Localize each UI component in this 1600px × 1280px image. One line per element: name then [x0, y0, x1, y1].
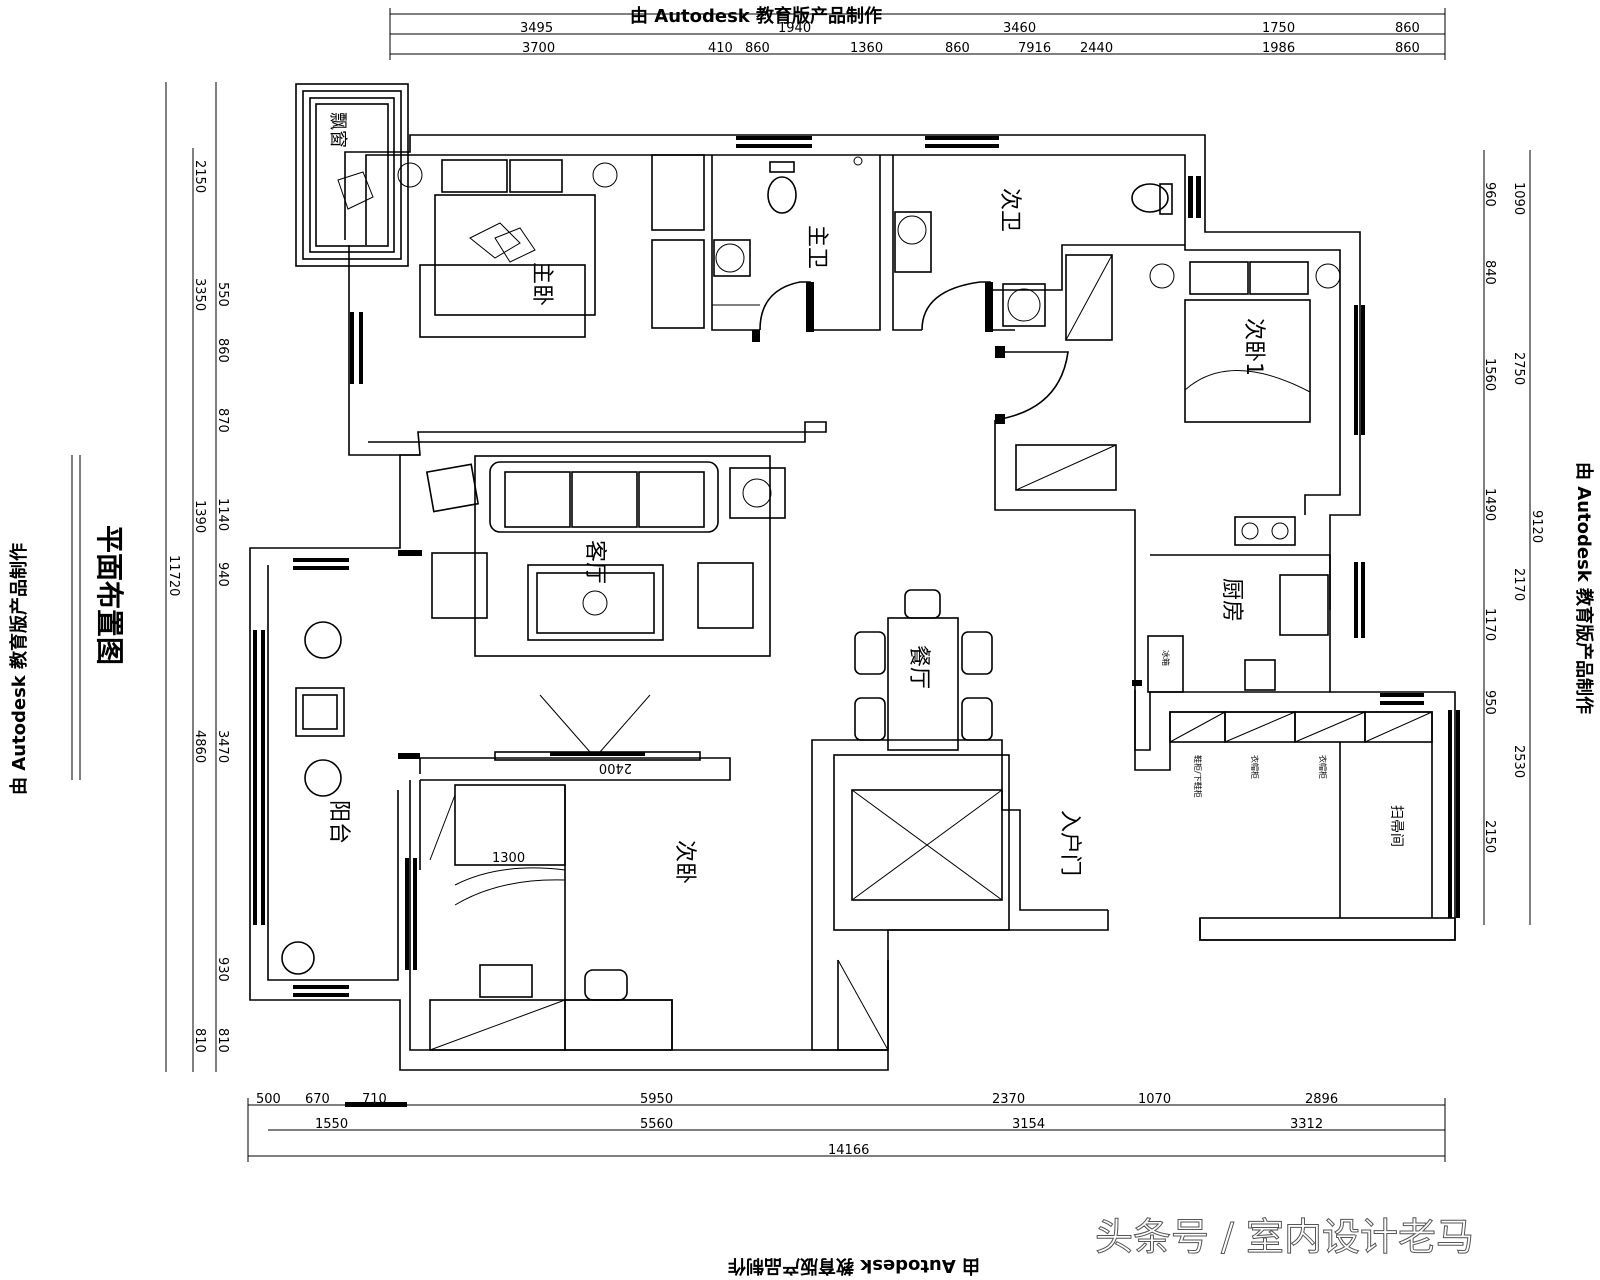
dim-left-i8: 810 — [215, 1028, 230, 1053]
dim-right-4: 2530 — [1511, 745, 1526, 778]
watermark-bottom: 由 Autodesk 教育版产品制作 — [728, 1255, 980, 1277]
bay-window-cushion — [337, 171, 374, 210]
dim-right-1: 1090 — [1511, 182, 1526, 215]
dim-top-4: 1750 — [1262, 21, 1295, 36]
dim-left-1: 2150 — [192, 160, 207, 193]
dim-top2-1: 3700 — [522, 41, 555, 56]
dim-top-2: 1940 — [778, 21, 811, 36]
dim-right-2: 2750 — [1511, 352, 1526, 385]
storage-labels: 鞋柜/下鞋柜 衣帽柜 衣帽柜 扫帚间 — [1193, 755, 1404, 847]
dim-bot-3: 710 — [362, 1092, 387, 1107]
bottom-dimensions: 500 670 710 5950 2370 1070 2896 1550 556… — [247, 1092, 1446, 1162]
lower-bedroom-furniture: 1300 — [429, 794, 628, 1001]
dim-top2-4: 1360 — [850, 41, 883, 56]
dim-bot2-1: 1550 — [315, 1117, 348, 1132]
balcony-furniture — [281, 621, 345, 975]
watermark-top: 由 Autodesk 教育版产品制作 — [630, 5, 882, 27]
room-bay-window: 飘窗 — [327, 112, 348, 148]
dim-right-i4: 1490 — [1482, 488, 1497, 521]
page-title: 平面布置图 — [93, 525, 126, 665]
dim-bot-6: 1070 — [1138, 1092, 1171, 1107]
fridge-label: 冰箱 — [1161, 650, 1171, 666]
tv-cabinet-dim: 2400 — [599, 760, 632, 775]
walls — [249, 83, 1456, 1071]
wardrobe-b-label: 衣帽柜 — [1318, 755, 1328, 779]
bed-width-dim: 1300 — [492, 851, 525, 866]
dim-top-1: 3495 — [520, 21, 553, 36]
dim-right-i7: 950 — [1482, 690, 1497, 715]
dim-right-i6: 1170 — [1482, 608, 1497, 641]
room-second-bedroom-1: 次卧1 — [1241, 318, 1266, 376]
watermark-right: 由 Autodesk 教育版产品制作 — [1573, 462, 1595, 714]
room-master-bath: 主卫 — [804, 225, 829, 269]
right-dimensions: 1090 2750 9120 2530 960 840 1560 1490 21… — [1482, 150, 1544, 925]
room-second-bedroom: 次卧 — [672, 840, 697, 884]
dining-furniture — [854, 589, 993, 751]
dim-left-4: 11720 — [166, 555, 181, 596]
dim-bot-5: 2370 — [992, 1092, 1025, 1107]
dim-bot-total: 14166 — [828, 1143, 869, 1158]
dim-top2-8: 1986 — [1262, 41, 1295, 56]
windows — [253, 136, 1460, 997]
dim-top2-7: 2440 — [1080, 41, 1113, 56]
dim-bot2-3: 3154 — [1012, 1117, 1045, 1132]
wardrobe-a-label: 衣帽柜 — [1250, 755, 1260, 779]
dim-left-6: 810 — [192, 1028, 207, 1053]
room-master-bedroom: 主卧 — [529, 262, 554, 306]
top-dimensions: 3495 1940 3460 1750 860 3700 410 860 136… — [389, 8, 1446, 60]
dim-top2-2: 410 — [708, 41, 733, 56]
left-dimensions: 2150 3350 1390 11720 4860 810 550 860 87… — [165, 82, 230, 1072]
dim-top2-6: 7916 — [1018, 41, 1051, 56]
dim-top2-9: 860 — [1395, 41, 1420, 56]
dim-right-3: 9120 — [1529, 510, 1544, 543]
dim-left-i1: 550 — [215, 282, 230, 307]
shoe-cabinet-label: 鞋柜/下鞋柜 — [1193, 755, 1203, 798]
watermark-left: 由 Autodesk 教育版产品制作 — [8, 543, 30, 795]
room-kitchen: 厨房 — [1219, 578, 1244, 622]
doors — [398, 281, 1142, 759]
living-furniture: 2400 — [425, 461, 786, 775]
dim-top-5: 860 — [1395, 21, 1420, 36]
kitchen-fixtures: 冰箱 — [1161, 516, 1329, 691]
credit-watermark: 头条号 / 室内设计老马 — [1095, 1215, 1474, 1259]
dim-left-i6: 3470 — [215, 730, 230, 763]
dim-left-2: 3350 — [192, 278, 207, 311]
dim-left-i2: 860 — [215, 338, 230, 363]
dim-right-i3: 1560 — [1482, 358, 1497, 391]
master-bed — [397, 159, 618, 338]
dim-left-3: 1390 — [192, 500, 207, 533]
second-bed-1 — [1149, 261, 1341, 423]
room-dining: 餐厅 — [906, 645, 931, 689]
dim-right-i1: 960 — [1482, 182, 1497, 207]
dim-left-5: 4860 — [192, 730, 207, 763]
storage-room-label: 扫帚间 — [1388, 805, 1404, 847]
room-living: 客厅 — [582, 540, 607, 584]
room-labels: 飘窗 主卧 主卫 次卫 次卧1 客厅 餐厅 厨房 阳台 次卧 入户门 — [326, 112, 1266, 884]
dim-left-i5: 940 — [215, 562, 230, 587]
room-entrance: 入户门 — [1057, 810, 1082, 876]
dim-right-i2: 840 — [1482, 260, 1497, 285]
dim-bot-4: 5950 — [640, 1092, 673, 1107]
dim-top2-3: 860 — [745, 41, 770, 56]
dim-left-i4: 1140 — [215, 498, 230, 531]
dim-right-i5: 2170 — [1511, 568, 1526, 601]
dim-bot2-2: 5560 — [640, 1117, 673, 1132]
dim-left-i7: 930 — [215, 957, 230, 982]
dim-bot-1: 500 — [256, 1092, 281, 1107]
dim-bot-7: 2896 — [1305, 1092, 1338, 1107]
bath-fixtures — [713, 156, 1173, 327]
dim-top2-5: 860 — [945, 41, 970, 56]
dim-right-i8: 2150 — [1482, 820, 1497, 853]
room-balcony: 阳台 — [326, 800, 351, 844]
dim-bot2-4: 3312 — [1290, 1117, 1323, 1132]
dim-bot-2: 670 — [305, 1092, 330, 1107]
dim-top-3: 3460 — [1003, 21, 1036, 36]
room-second-bath: 次卫 — [997, 188, 1022, 232]
dim-left-i3: 870 — [215, 408, 230, 433]
